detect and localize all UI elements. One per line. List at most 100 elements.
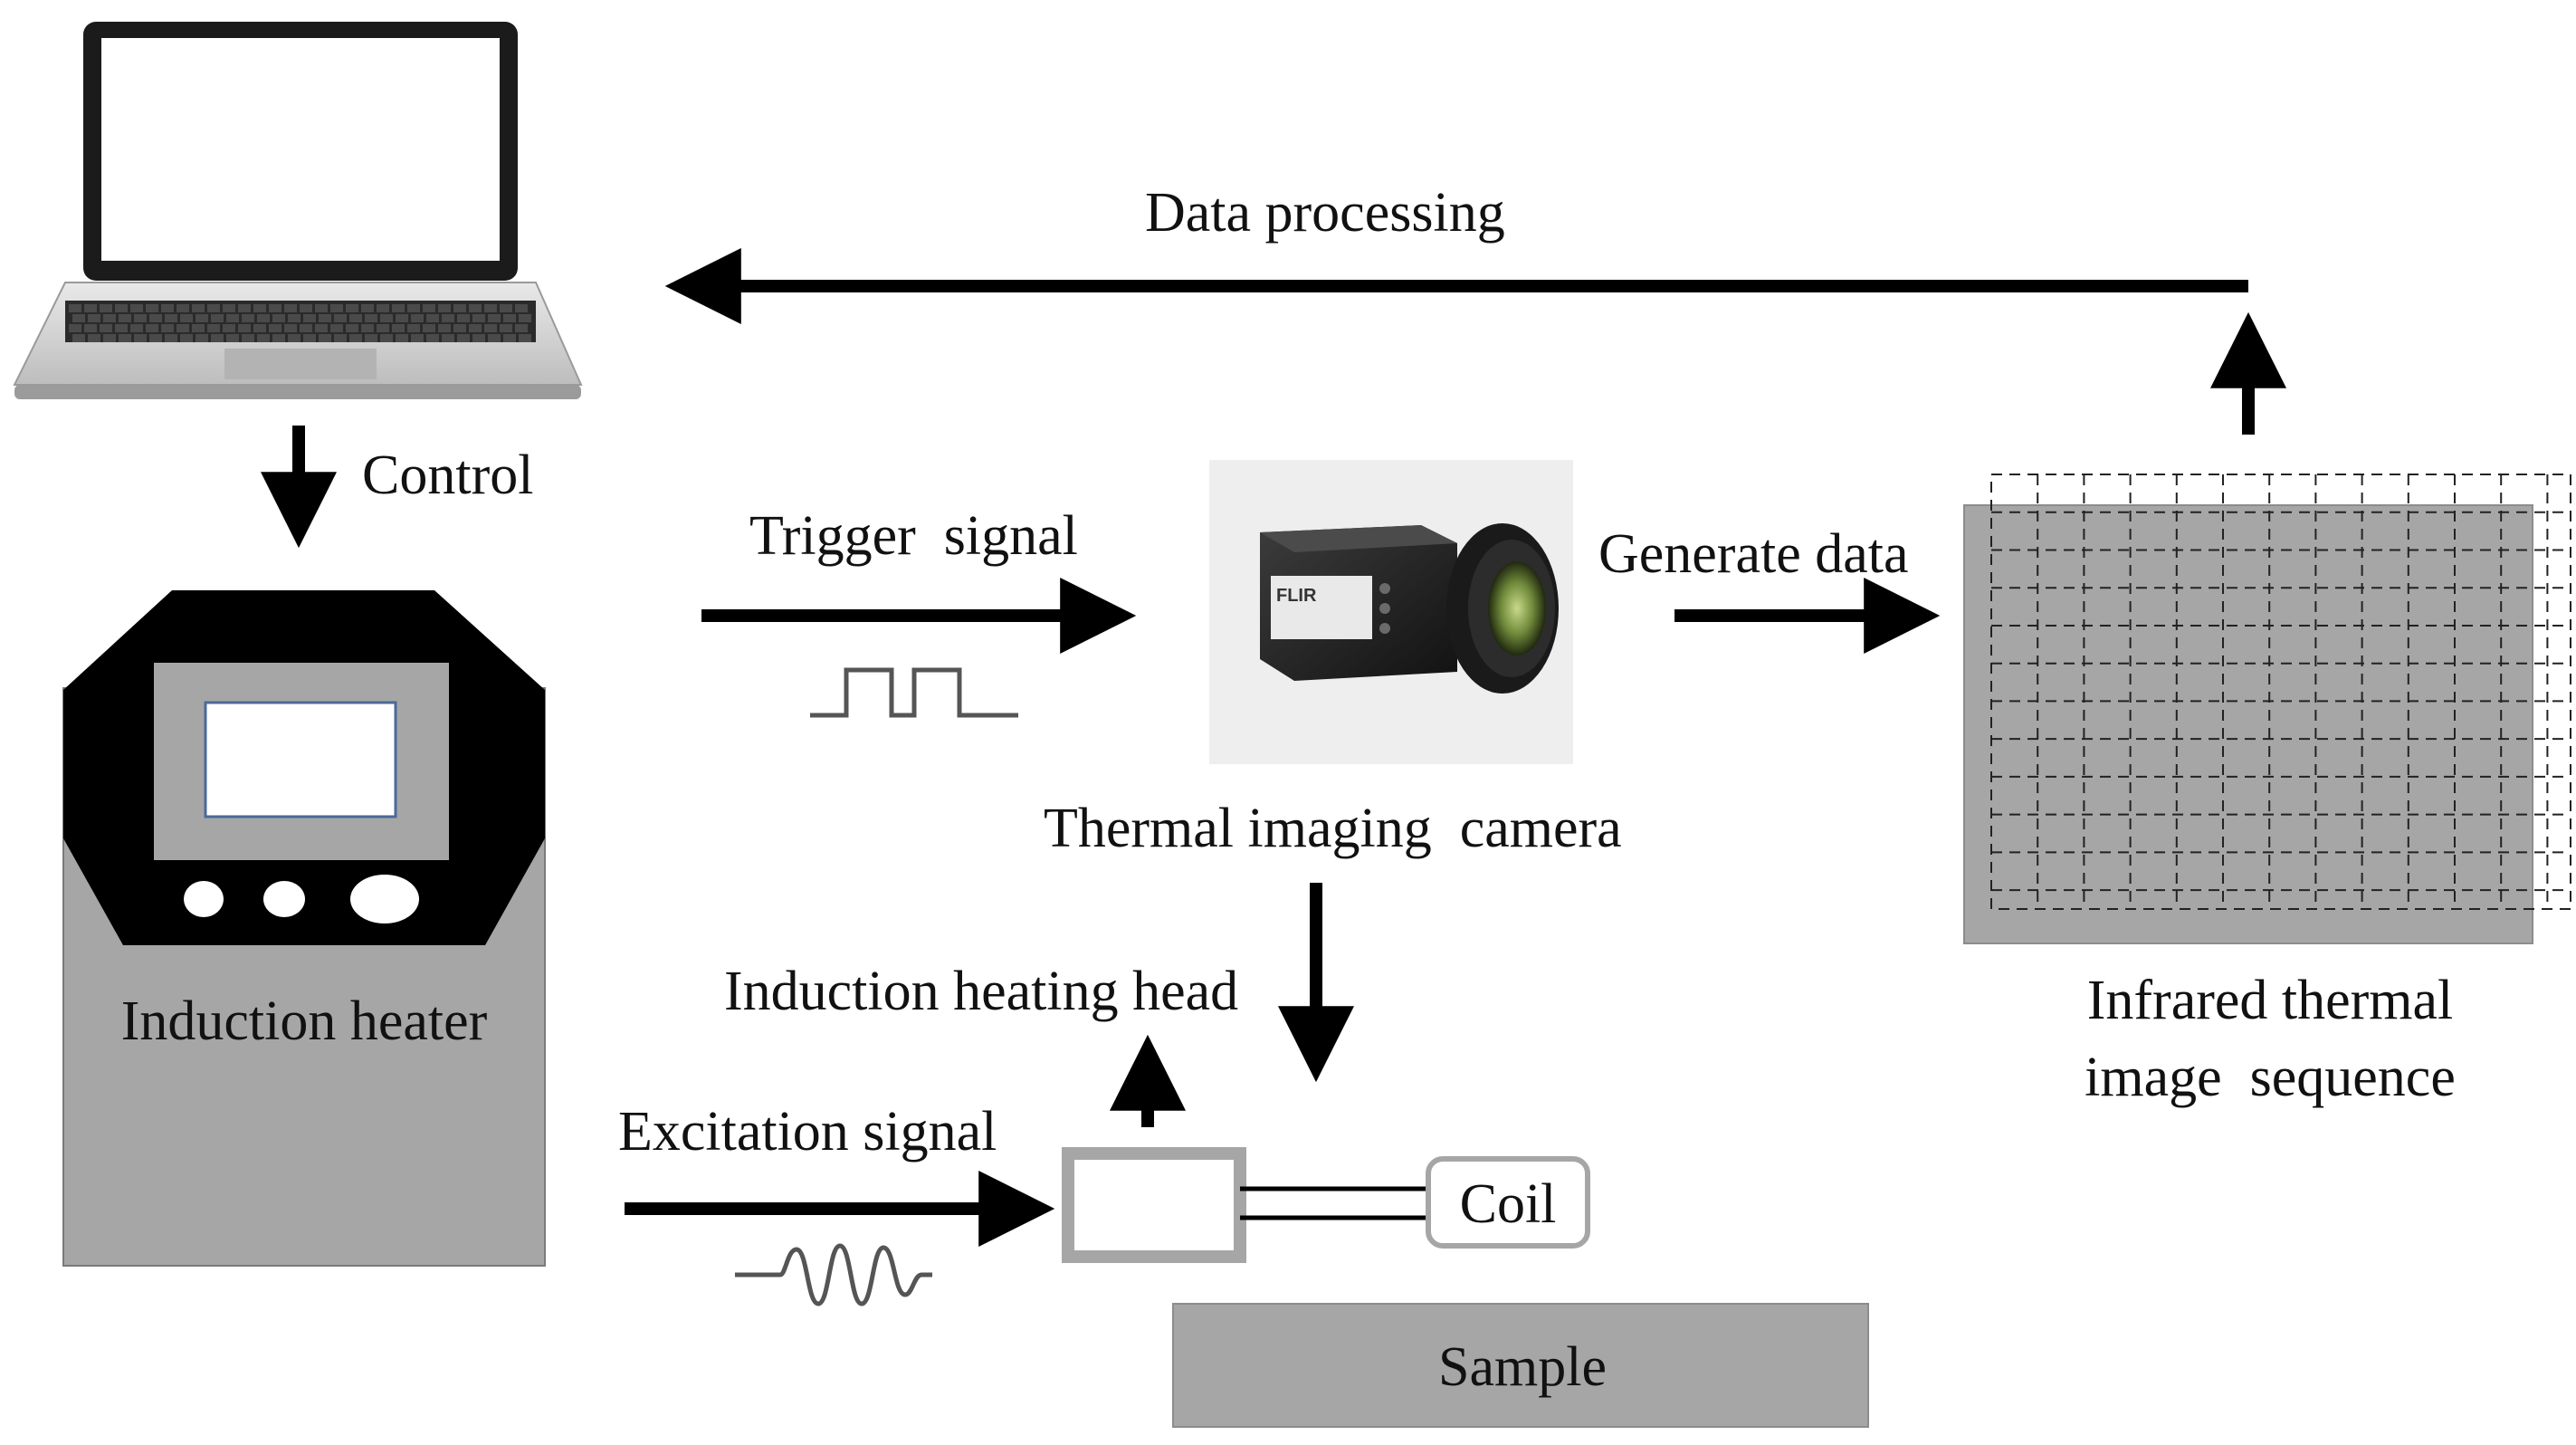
keyboard-key (319, 314, 331, 322)
keyboard-key (453, 324, 466, 332)
keyboard-key (426, 314, 439, 322)
infrared-label-line2: image sequence (2085, 1047, 2456, 1108)
keyboard-key (192, 304, 205, 312)
keyboard-key (484, 304, 497, 312)
keyboard-key (472, 314, 485, 322)
keyboard-key (180, 314, 193, 322)
keyboard-key (103, 334, 116, 342)
keyboard-key (319, 334, 331, 342)
keyboard-key (165, 334, 177, 342)
keyboard-key (392, 324, 405, 332)
keyboard-key (207, 324, 220, 332)
keyboard-key (134, 314, 147, 322)
keyboard-key (519, 334, 531, 342)
keyboard-key (334, 314, 347, 322)
induction-heater-icon (62, 590, 546, 1267)
coil-label: Coil (1460, 1173, 1557, 1235)
image-frame-grid (1990, 474, 2571, 910)
keyboard-key (180, 334, 193, 342)
keyboard-key (223, 324, 235, 332)
keyboard-key (503, 334, 516, 342)
keyboard-key (365, 334, 377, 342)
keyboard-key (457, 314, 470, 322)
image-frame-outline (1990, 474, 2571, 910)
keyboard-key (192, 324, 205, 332)
keyboard-key (284, 304, 297, 312)
keyboard-key (472, 334, 485, 342)
keyboard-key (411, 314, 424, 322)
keyboard-key (300, 304, 312, 312)
keyboard-key (146, 304, 158, 312)
keyboard-key (423, 324, 435, 332)
sine-wave-icon (735, 1243, 932, 1306)
keyboard-key (165, 314, 177, 322)
coil-box (1426, 1156, 1590, 1249)
thermal-camera-icon: FLIR (1209, 460, 1573, 764)
keyboard-key (103, 314, 116, 322)
keyboard-key (334, 334, 347, 342)
keyboard-key (226, 334, 239, 342)
control-label: Control (362, 445, 533, 506)
keyboard-key (284, 324, 297, 332)
keyboard-key (238, 304, 251, 312)
keyboard-key (423, 304, 435, 312)
keyboard-key (484, 324, 497, 332)
keyboard-key (438, 324, 451, 332)
keyboard-key (161, 304, 174, 312)
keyboard-key (115, 304, 128, 312)
keyboard-key (119, 334, 131, 342)
keyboard-key (519, 314, 531, 322)
keyboard-key (488, 314, 501, 322)
keyboard-key (253, 304, 266, 312)
keyboard-key (88, 334, 100, 342)
keyboard-key (207, 304, 220, 312)
square-wave-icon (810, 667, 1018, 718)
keyboard-key (469, 304, 482, 312)
keyboard-key (503, 314, 516, 322)
keyboard-key (349, 334, 362, 342)
keyboard-key (515, 324, 528, 332)
keyboard-key (396, 314, 408, 322)
keyboard-key (377, 324, 389, 332)
sample-block (1172, 1303, 1869, 1428)
keyboard-key (238, 324, 251, 332)
keyboard-key (315, 304, 328, 312)
keyboard-key (130, 304, 143, 312)
induction-heater-label: Induction heater (121, 990, 488, 1052)
keyboard-key (196, 334, 208, 342)
keyboard-key (315, 324, 328, 332)
keyboard-keys (69, 304, 531, 342)
keyboard-key (380, 314, 393, 322)
keyboard-key (396, 334, 408, 342)
keyboard-key (500, 304, 512, 312)
keyboard-key (288, 314, 301, 322)
keyboard-key (407, 304, 420, 312)
keyboard-key (346, 304, 358, 312)
keyboard-key (500, 324, 512, 332)
thermal-camera-label: Thermal imaging camera (1044, 798, 1622, 859)
keyboard-key (269, 304, 281, 312)
keyboard-key (330, 304, 343, 312)
excitation-signal-label: Excitation signal (618, 1101, 997, 1163)
keyboard-key (303, 314, 316, 322)
keyboard-key (115, 324, 128, 332)
heating-head-box (1062, 1147, 1246, 1263)
keyboard-key (300, 324, 312, 332)
keyboard-key (177, 304, 189, 312)
keyboard-key (515, 304, 528, 312)
keyboard-key (226, 314, 239, 322)
keyboard-key (223, 304, 235, 312)
keyboard-key (272, 314, 285, 322)
keyboard-key (84, 304, 97, 312)
keyboard-key (177, 324, 189, 332)
keyboard-key (149, 334, 162, 342)
keyboard-key (269, 324, 281, 332)
keyboard-key (242, 334, 254, 342)
keyboard-key (161, 324, 174, 332)
keyboard-key (469, 324, 482, 332)
laptop-icon (13, 22, 583, 399)
keyboard-key (392, 304, 405, 312)
keyboard-key (303, 334, 316, 342)
keyboard-key (377, 304, 389, 312)
